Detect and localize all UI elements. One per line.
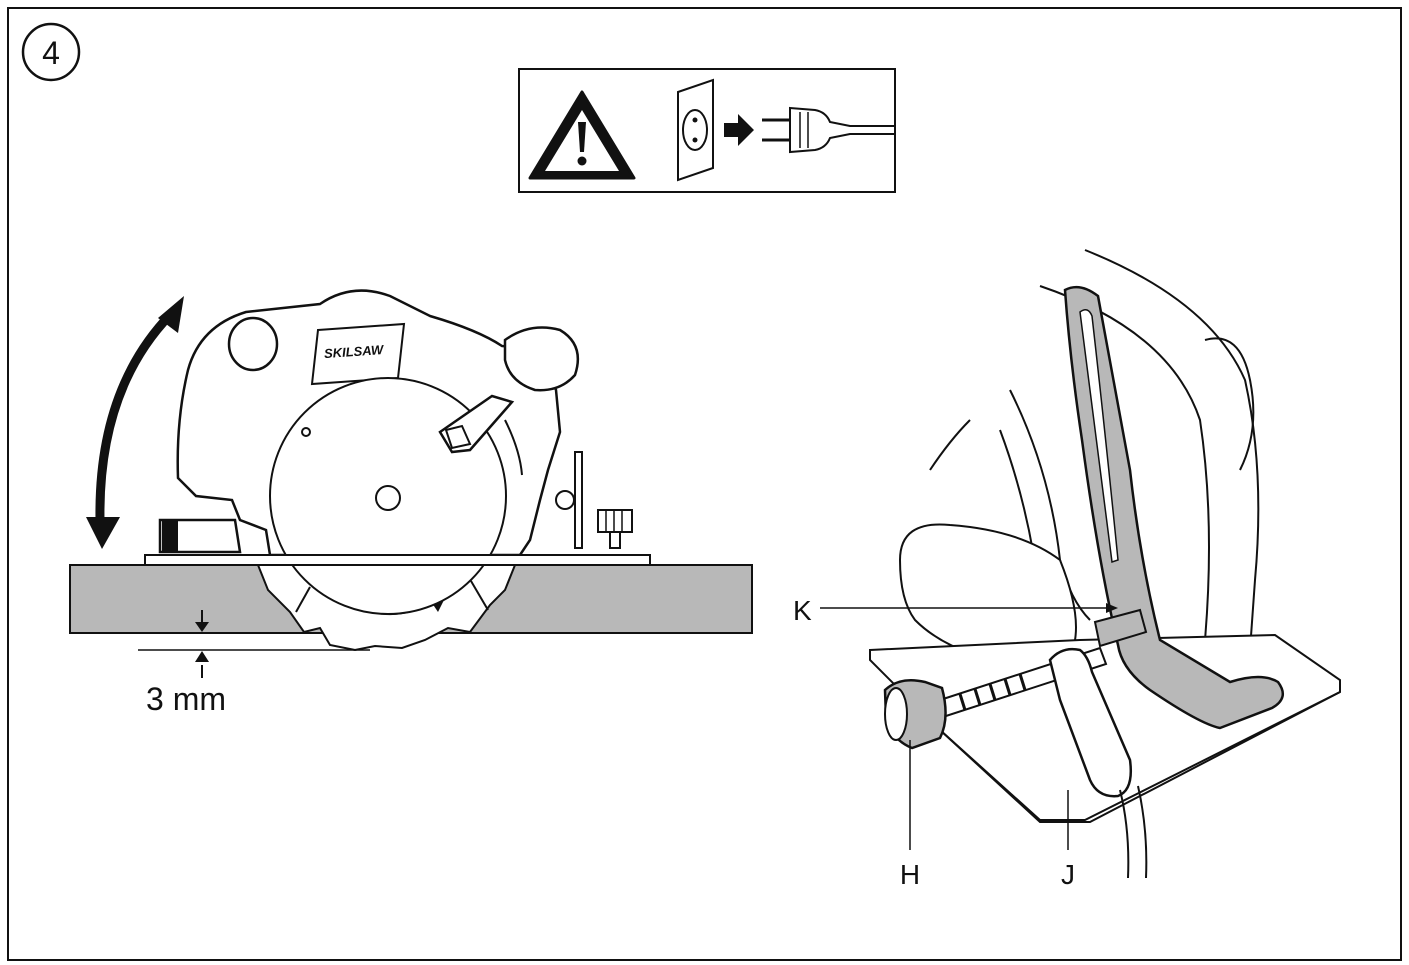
- figure-border: [7, 7, 1402, 961]
- saw-body: SKILSAW: [144, 289, 651, 615]
- safety-notice-box: [518, 68, 896, 193]
- lever-slot: [1079, 309, 1119, 563]
- cut-depth-dimension: 3 mm: [138, 610, 370, 717]
- callout-j-label: J: [1061, 859, 1075, 890]
- warning-triangle-icon: [528, 90, 636, 180]
- base-plate-edge: [939, 691, 1341, 823]
- step-number: 4: [42, 35, 60, 71]
- brand-label: SKILSAW: [324, 342, 386, 361]
- callout-h-label: H: [900, 859, 920, 890]
- tilt-arrow-icon: [86, 296, 184, 549]
- step-circle: [21, 22, 81, 82]
- callout-k-label: K: [793, 595, 812, 626]
- depth-label: 3 mm: [146, 681, 226, 717]
- callout-j: J: [1061, 790, 1075, 890]
- depth-adjust-detail: K H J: [793, 249, 1341, 890]
- callout-h: H: [900, 740, 920, 890]
- power-cord: [1119, 785, 1148, 879]
- step-badge: 4: [21, 22, 81, 82]
- saw-side-view: SKILSAW 3 mm: [69, 289, 753, 717]
- saw-guard-outline: [898, 249, 1260, 667]
- callout-k: K: [793, 595, 1118, 626]
- unplug-from-outlet-icon: [677, 78, 896, 182]
- locking-lever: [1048, 647, 1132, 798]
